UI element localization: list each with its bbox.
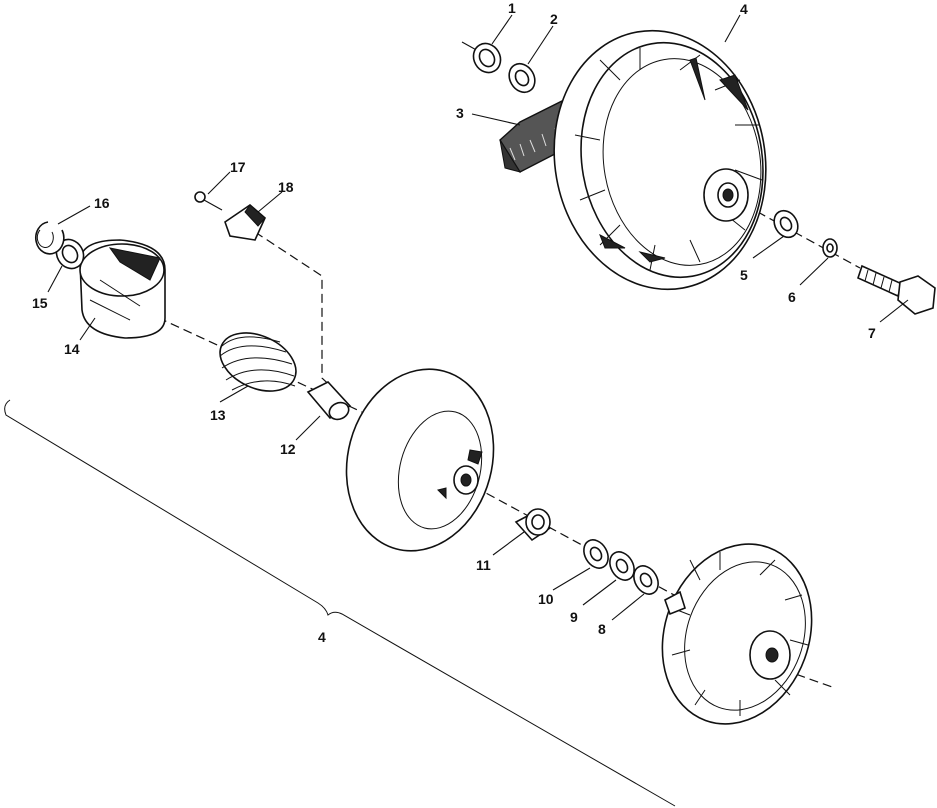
part-12-bushing: [306, 381, 352, 421]
callout-labels: 1 2 3 4 5 6 7 8 9 10 11 12 13 14 15 16 1…: [32, 0, 876, 645]
callout-3: 3: [456, 105, 464, 121]
callout-5: 5: [740, 267, 748, 283]
part-9-washer: [609, 551, 635, 581]
leader-lines: [47, 14, 909, 621]
part-6-lock-washer: [822, 238, 838, 258]
callout-9: 9: [570, 609, 578, 625]
callout-6: 6: [788, 289, 796, 305]
moveable-sheave: [345, 368, 495, 552]
part-5-washer: [773, 209, 799, 239]
callout-2: 2: [550, 11, 558, 27]
callout-4: 4: [740, 1, 748, 17]
callout-7: 7: [868, 325, 876, 341]
part-10-washer: [583, 539, 609, 569]
callout-8: 8: [598, 621, 606, 637]
callout-4-assembly: 4: [318, 629, 326, 645]
callout-16: 16: [94, 195, 110, 211]
part-16-snap-ring: [35, 221, 65, 255]
part-11-bushing: [514, 508, 552, 542]
part-13-spring: [219, 332, 297, 392]
part-1-seal: [472, 42, 502, 74]
part-8-washer: [633, 565, 659, 595]
callout-17: 17: [230, 159, 246, 175]
callout-14: 14: [64, 341, 80, 357]
part-2-washer: [508, 62, 536, 94]
part-14-helix: [79, 239, 166, 339]
callout-15: 15: [32, 295, 48, 311]
assembly-bracket: [4, 399, 676, 807]
stationary-sheave: [661, 543, 813, 725]
part-18-button: [224, 203, 266, 241]
callout-18: 18: [278, 179, 294, 195]
part-7-bolt: [857, 264, 936, 315]
callout-12: 12: [280, 441, 296, 457]
part-4-drive-clutch: [553, 29, 767, 291]
callout-13: 13: [210, 407, 226, 423]
part-17-screw: [194, 191, 223, 211]
part-15-washer: [55, 238, 85, 270]
callout-1: 1: [508, 0, 516, 16]
callout-10: 10: [538, 591, 554, 607]
callout-11: 11: [476, 557, 491, 573]
